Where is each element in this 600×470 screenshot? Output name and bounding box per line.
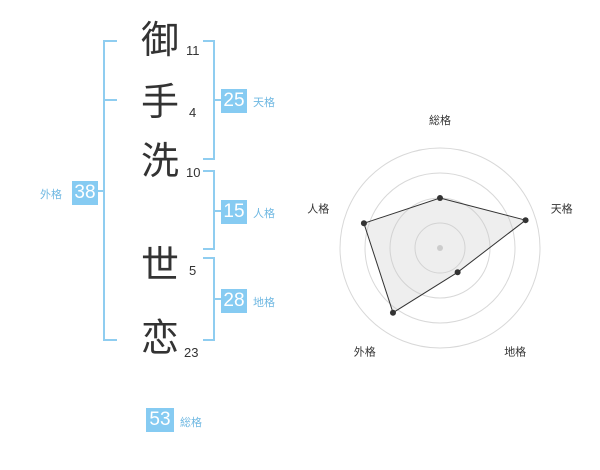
soukaku-label: 総格 <box>180 416 202 429</box>
radar-point-5 <box>360 220 367 227</box>
radar-point-3 <box>454 269 461 276</box>
jinkaku-label: 人格 <box>253 207 275 220</box>
radar-polygon <box>363 197 527 314</box>
tenkaku-label: 天格 <box>253 96 275 109</box>
soukaku-value: 53 <box>146 408 174 432</box>
radar-axis-label-2: 天格 <box>551 201 573 215</box>
jinkaku-value: 15 <box>221 200 247 224</box>
name-char-5: 恋 <box>140 316 179 360</box>
chikaku-label: 地格 <box>253 296 275 309</box>
radar-axis-label-4: 外格 <box>354 345 376 359</box>
radar-point-1 <box>437 195 443 201</box>
jinkaku-bracket-tick <box>213 210 221 212</box>
radar-center <box>437 245 443 251</box>
stroke-count-1: 11 <box>186 43 200 58</box>
radar-axis-label-3: 地格 <box>504 345 526 359</box>
radar-axis-label-5: 人格 <box>307 201 329 215</box>
gaikaku-bracket <box>103 40 117 341</box>
chikaku-value: 28 <box>221 289 247 313</box>
name-char-4: 世 <box>140 243 179 287</box>
gaikaku-bracket-tick <box>96 190 104 192</box>
radar-ring-1 <box>414 222 466 274</box>
radar-point-2 <box>522 217 529 224</box>
gaikaku-label: 外格 <box>40 188 62 201</box>
radar-point-4 <box>389 309 396 316</box>
name-char-3: 洗 <box>140 139 179 183</box>
gaikaku-value: 38 <box>72 181 98 205</box>
radar-ring-3 <box>364 172 516 324</box>
stroke-count-3: 10 <box>186 165 201 180</box>
gaikaku-inner-tick <box>103 99 117 101</box>
tenkaku-value: 25 <box>221 89 247 113</box>
stroke-count-5: 23 <box>184 345 199 360</box>
name-char-1: 御 <box>140 18 179 62</box>
name-char-2: 手 <box>140 80 179 124</box>
radar-ring-4 <box>339 147 541 349</box>
stroke-count-2: 4 <box>189 105 197 120</box>
radar-axis-label-1: 総格 <box>429 113 451 127</box>
tenkaku-bracket-tick <box>213 99 221 101</box>
stroke-count-4: 5 <box>189 263 197 278</box>
chikaku-bracket-tick <box>213 298 221 300</box>
